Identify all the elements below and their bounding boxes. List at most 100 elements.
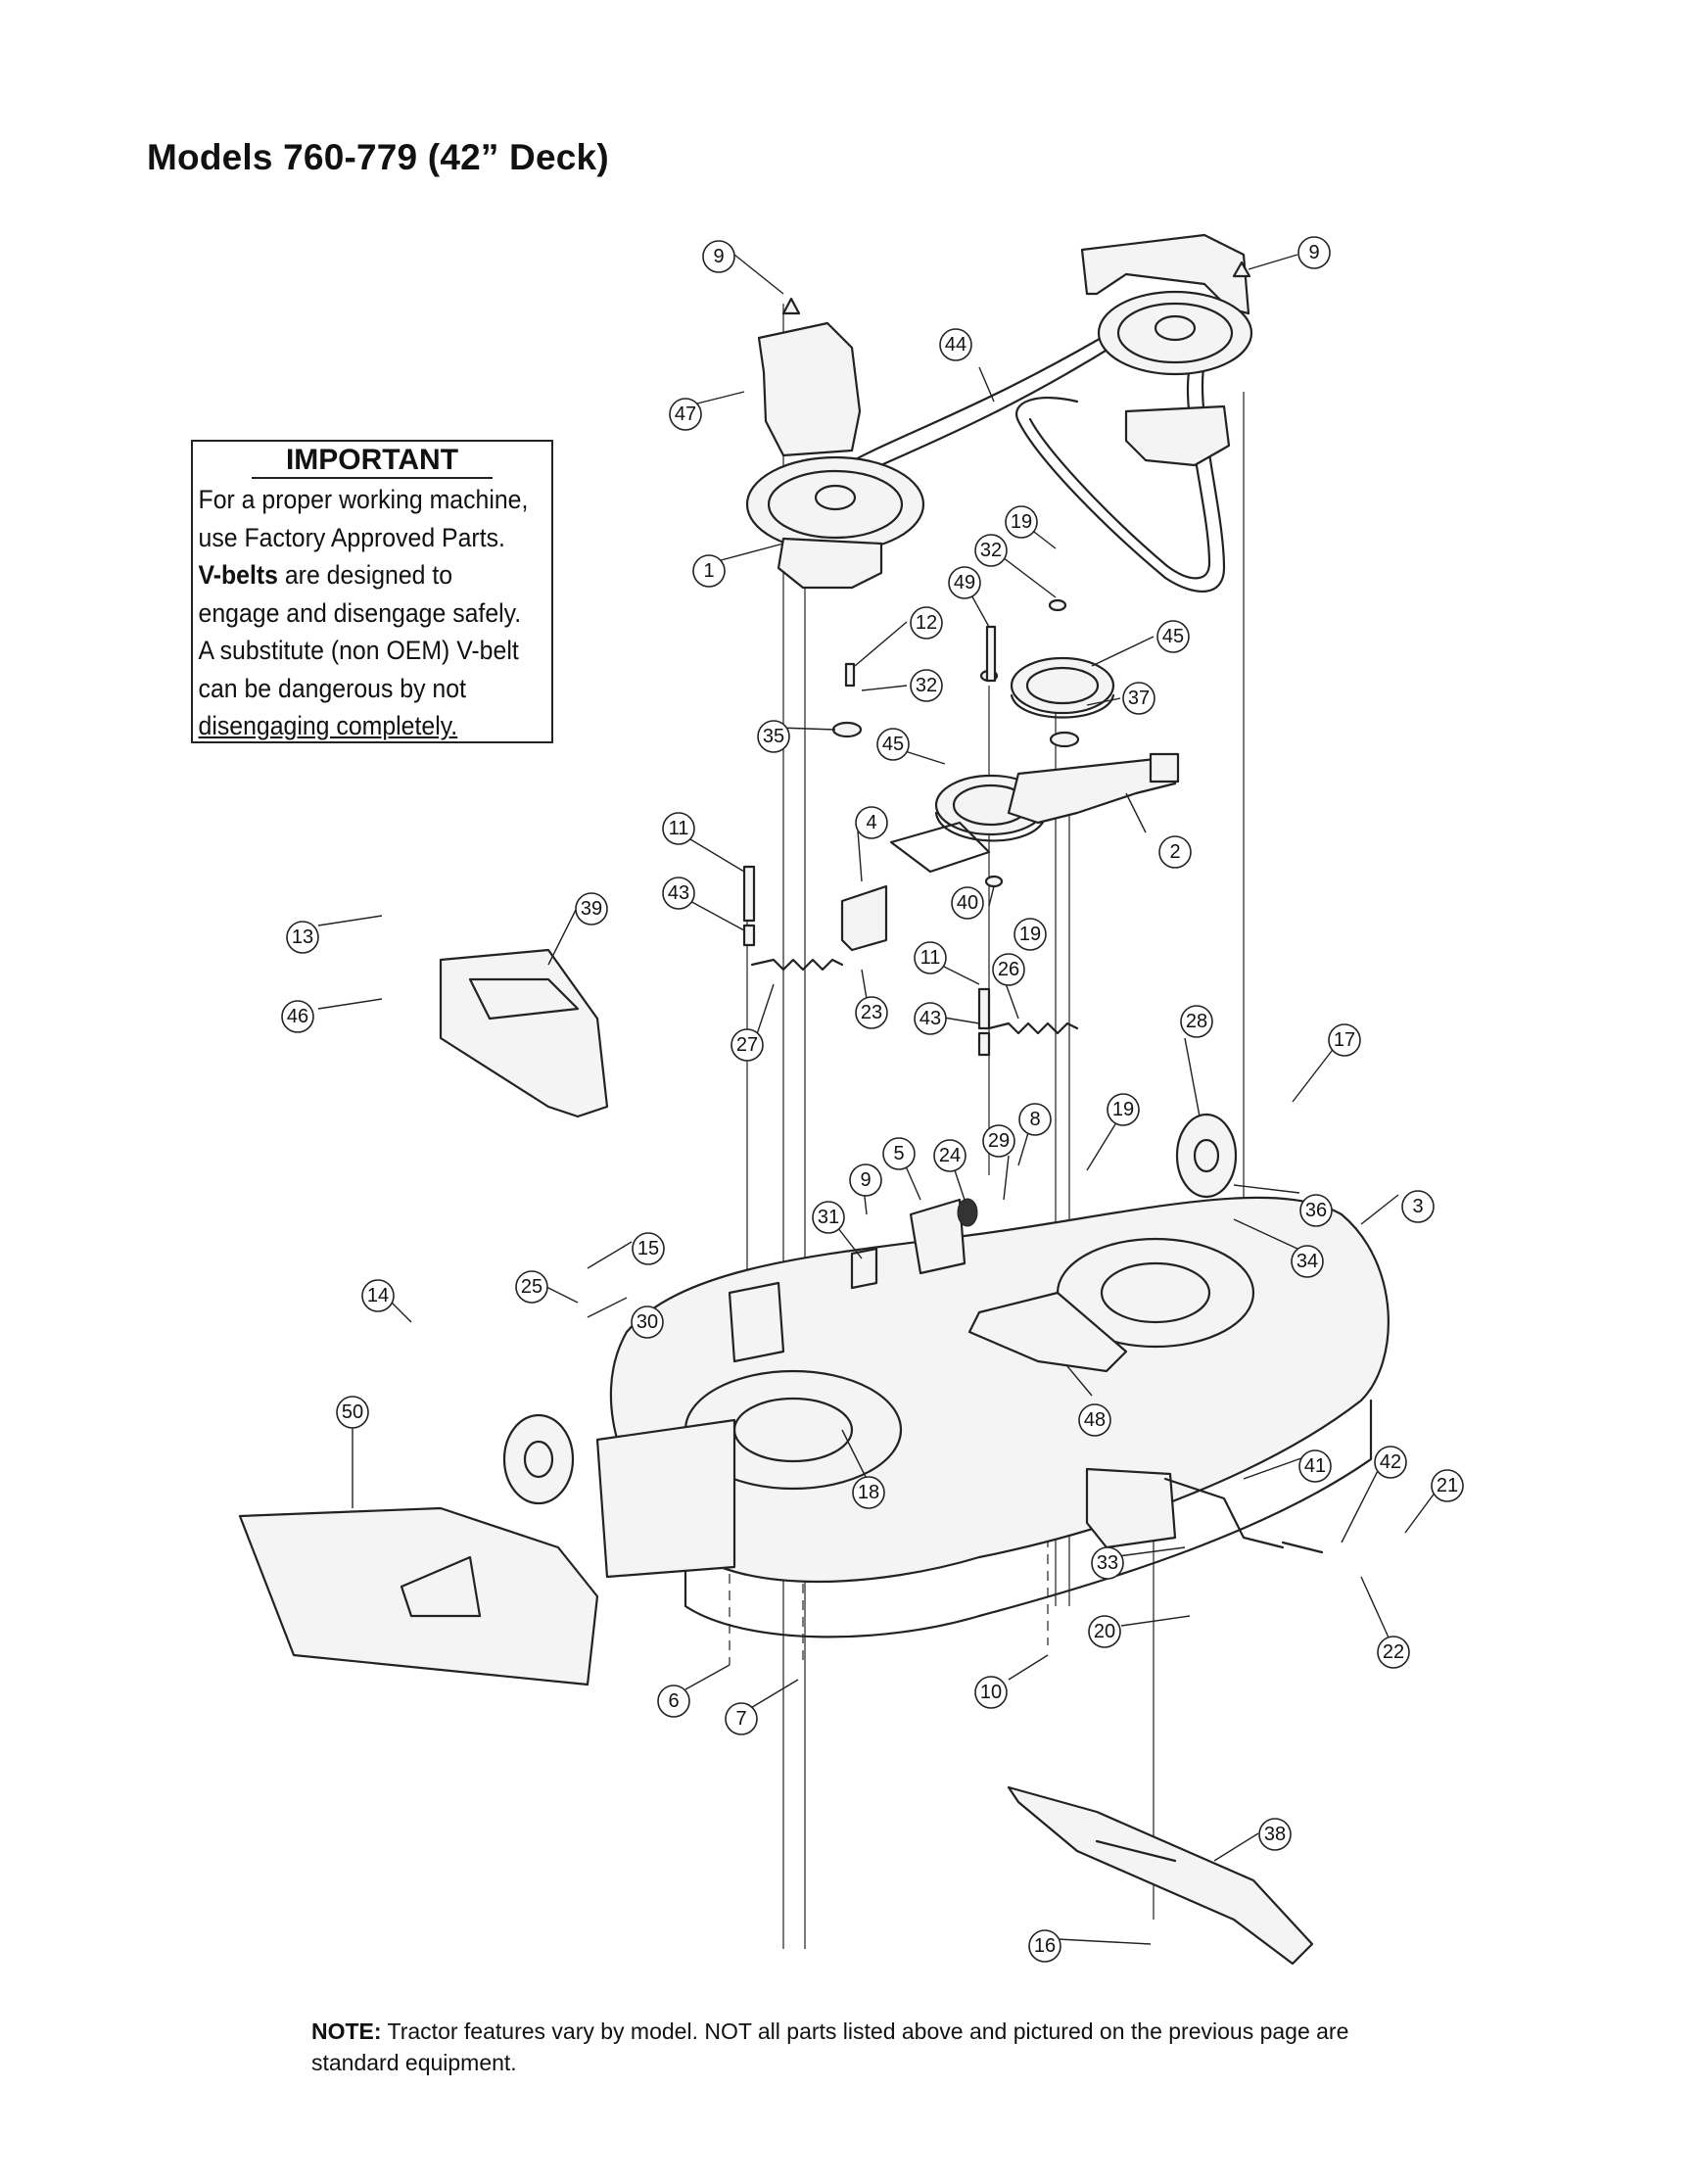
callout-16: 16: [1028, 1929, 1061, 1963]
svg-text:31: 31: [818, 1207, 839, 1228]
callout-38: 38: [1258, 1818, 1292, 1851]
callout-49: 49: [948, 566, 981, 599]
svg-text:48: 48: [1084, 1409, 1106, 1431]
svg-text:30: 30: [636, 1311, 658, 1333]
note-label: NOTE:: [311, 2018, 382, 2044]
callout-23: 23: [855, 996, 888, 1029]
callout-1: 1: [692, 554, 726, 588]
svg-text:4: 4: [866, 812, 876, 833]
callout-43: 43: [662, 877, 695, 910]
callout-21: 21: [1431, 1469, 1464, 1502]
svg-text:28: 28: [1186, 1011, 1207, 1032]
svg-text:49: 49: [954, 572, 975, 593]
svg-text:9: 9: [860, 1169, 871, 1191]
vbelts-bold: V-belts: [198, 560, 278, 590]
svg-text:2: 2: [1169, 841, 1180, 863]
svg-text:17: 17: [1334, 1029, 1355, 1051]
callout-37: 37: [1122, 682, 1155, 715]
page-title: Models 760-779 (42” Deck): [147, 137, 609, 177]
svg-text:47: 47: [675, 404, 696, 425]
front-bracket: [909, 1198, 966, 1275]
callout-39: 39: [575, 892, 608, 926]
grass-bag: [238, 1506, 599, 1686]
svg-text:3: 3: [1412, 1196, 1423, 1217]
callout-47: 47: [669, 398, 702, 431]
callout-45: 45: [876, 728, 910, 761]
spring-26: [987, 1021, 1079, 1035]
callout-11: 11: [662, 812, 695, 845]
svg-text:6: 6: [668, 1690, 679, 1712]
svg-text:16: 16: [1034, 1935, 1056, 1957]
callout-15: 15: [632, 1232, 665, 1265]
svg-text:1: 1: [703, 560, 714, 582]
important-line: disengaging completely.: [198, 711, 458, 740]
svg-text:38: 38: [1264, 1824, 1286, 1845]
important-line: engage and disengage safely.: [198, 597, 522, 628]
svg-text:10: 10: [980, 1682, 1002, 1703]
important-line: can be dangerous by not: [198, 673, 466, 703]
svg-text:27: 27: [736, 1034, 758, 1056]
svg-text:40: 40: [957, 892, 978, 914]
spring-bracket: [840, 884, 888, 952]
svg-text:15: 15: [637, 1238, 659, 1259]
svg-text:11: 11: [669, 818, 689, 839]
svg-text:43: 43: [668, 882, 689, 904]
footer-note: NOTE: Tractor features vary by model. NO…: [311, 2016, 1418, 2078]
callout-9: 9: [849, 1163, 882, 1197]
callout-30: 30: [631, 1306, 664, 1339]
callout-29: 29: [982, 1124, 1015, 1158]
svg-text:45: 45: [1162, 626, 1184, 647]
callout-13: 13: [286, 921, 319, 954]
svg-text:26: 26: [998, 959, 1019, 980]
callout-46: 46: [281, 1000, 314, 1033]
callout-12: 12: [910, 606, 943, 640]
callout-44: 44: [939, 328, 972, 361]
important-line: A substitute (non OEM) V-belt: [198, 636, 519, 665]
svg-text:7: 7: [735, 1708, 746, 1730]
callout-8: 8: [1018, 1103, 1052, 1136]
callout-19: 19: [1107, 1093, 1140, 1126]
svg-text:25: 25: [521, 1276, 542, 1298]
callout-24: 24: [933, 1139, 966, 1172]
deck-wheel-28: [1175, 1113, 1238, 1199]
callout-18: 18: [852, 1476, 885, 1509]
important-body: For a proper working machine, use Factor…: [193, 479, 553, 745]
callout-19: 19: [1013, 918, 1047, 951]
idler-pulley-upper: [1010, 656, 1115, 715]
callout-25: 25: [515, 1270, 548, 1304]
svg-text:29: 29: [988, 1130, 1010, 1152]
svg-text:9: 9: [1308, 242, 1319, 263]
callout-22: 22: [1377, 1636, 1410, 1669]
svg-text:32: 32: [980, 540, 1002, 561]
svg-text:32: 32: [916, 675, 937, 696]
svg-text:22: 22: [1383, 1641, 1404, 1663]
callout-45: 45: [1156, 620, 1190, 653]
callout-32: 32: [974, 534, 1008, 567]
svg-text:13: 13: [292, 926, 313, 948]
callout-6: 6: [657, 1685, 690, 1718]
callout-17: 17: [1328, 1023, 1361, 1057]
callout-40: 40: [951, 886, 984, 920]
svg-text:46: 46: [287, 1006, 308, 1027]
mower-blade: [1007, 1785, 1314, 1966]
callout-7: 7: [725, 1702, 758, 1735]
callout-50: 50: [336, 1396, 369, 1429]
callout-43: 43: [914, 1002, 947, 1035]
svg-text:23: 23: [861, 1002, 882, 1023]
idler-arm: [889, 821, 991, 874]
important-notice-box: IMPORTANT For a proper working machine, …: [191, 440, 553, 743]
callout-34: 34: [1291, 1245, 1324, 1278]
callout-32: 32: [910, 669, 943, 702]
callout-3: 3: [1401, 1190, 1435, 1223]
v-belt: [835, 312, 1226, 593]
svg-text:8: 8: [1029, 1109, 1040, 1130]
svg-text:45: 45: [882, 734, 904, 755]
callout-14: 14: [361, 1279, 395, 1312]
callout-35: 35: [757, 720, 790, 753]
svg-text:21: 21: [1437, 1475, 1458, 1496]
svg-text:20: 20: [1094, 1621, 1115, 1642]
important-line: use Factory Approved Parts.: [198, 522, 505, 552]
callout-20: 20: [1088, 1615, 1121, 1648]
important-line-rest: are designed to: [277, 560, 453, 590]
note-text: Tractor features vary by model. NOT all …: [311, 2018, 1349, 2075]
